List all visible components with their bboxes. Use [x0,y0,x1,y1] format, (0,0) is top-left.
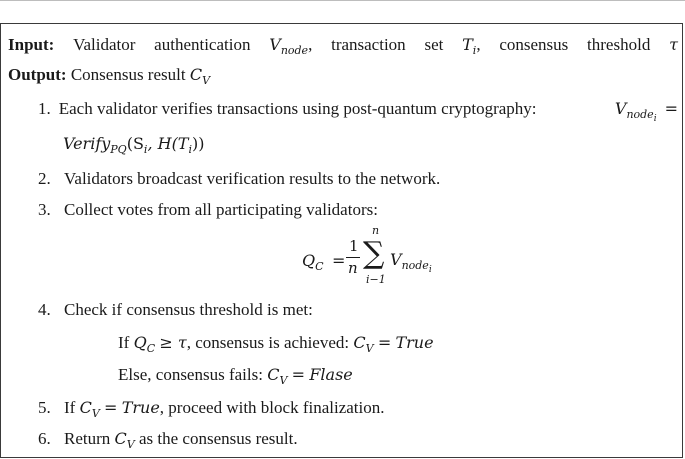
output-line: Output: Consensus result CV [8,65,210,91]
step-1: 1. Each validator verifies transactions … [38,99,678,129]
input-word: transaction [331,35,406,54]
step-text: Check if consensus threshold is met: [64,300,313,319]
step-number: 2. [38,169,51,188]
step-2: 2. Validators broadcast verification resu… [38,169,440,189]
formula-eq: = [332,251,346,270]
condition-if: If QC ≥ τ, consensus is achieved: CV = T… [118,333,434,355]
input-word: Validator [73,35,136,54]
step-text: Collect votes from all participating val… [64,200,378,219]
input-word: set [424,35,444,54]
input-word: consensus [499,35,569,54]
sum-upper-limit: n [372,224,380,237]
step-number: 3. [38,200,51,219]
top-rule [0,0,685,1]
step-text: Validators broadcast verification result… [64,169,441,188]
step-3: 3. Collect votes from all participating v… [38,200,378,220]
output-label: Output: [8,65,67,84]
step-number: 1. [38,99,51,118]
input-word: authentication [154,35,251,54]
step-1-continuation: VerifyPQ(Si, H(Ti)) [63,134,205,156]
step-1-eq: = [664,99,678,118]
step-text: Each validator verifies transactions usi… [58,99,537,118]
output-text: Consensus result [70,65,186,84]
step-number: 5. [38,398,51,417]
formula-denominator: n [348,259,358,277]
sum-lower-limit: i−1 [366,273,386,286]
input-line: Input: Validator authentication Vnode, t… [8,35,678,61]
fraction-bar [346,257,360,258]
input-label: Input: [8,35,55,54]
algorithm-box [0,23,683,458]
formula-numerator: 1 [349,237,359,255]
step-6: 6.Return CV as the consensus result. [38,429,298,451]
input-tau: τ [669,35,678,54]
step-5: 5.If CV = True, proceed with block final… [38,398,385,420]
step-1-lhs: Vnodei [614,99,657,124]
output-symbol: CV [189,65,211,87]
quorum-formula: QC = 1 n n ∑ i−1 Vnodei [300,224,500,292]
step-4: 4. Check if consensus threshold is met: [38,300,313,320]
input-t-symbol: Ti, [462,35,481,57]
formula-term: Vnodei [390,250,432,275]
condition-else: Else, consensus fails: CV = Flase [118,365,353,387]
formula-lhs: QC [302,251,324,273]
step-number: 6. [38,429,51,448]
sigma-symbol: ∑ [363,236,385,271]
step-number: 4. [38,300,51,319]
input-word: threshold [587,35,651,54]
input-node-symbol: Vnode, [269,35,313,57]
